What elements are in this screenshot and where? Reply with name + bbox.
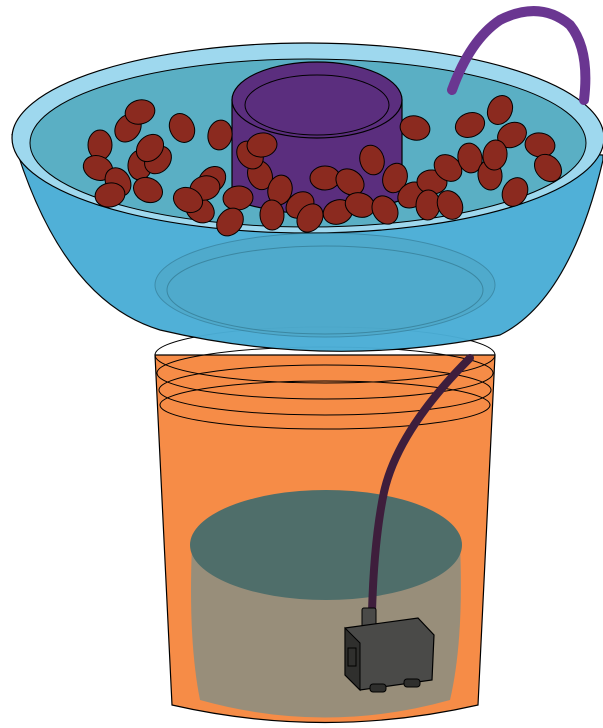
standpipe-inner — [245, 75, 389, 135]
clay-pebble — [259, 200, 284, 231]
water — [190, 490, 462, 718]
water-surface — [190, 490, 462, 600]
pump-foot-2 — [404, 679, 420, 687]
clay-pebble — [88, 130, 112, 160]
bucket-top-through-bowl — [155, 233, 495, 337]
pump-foot-1 — [370, 684, 386, 692]
